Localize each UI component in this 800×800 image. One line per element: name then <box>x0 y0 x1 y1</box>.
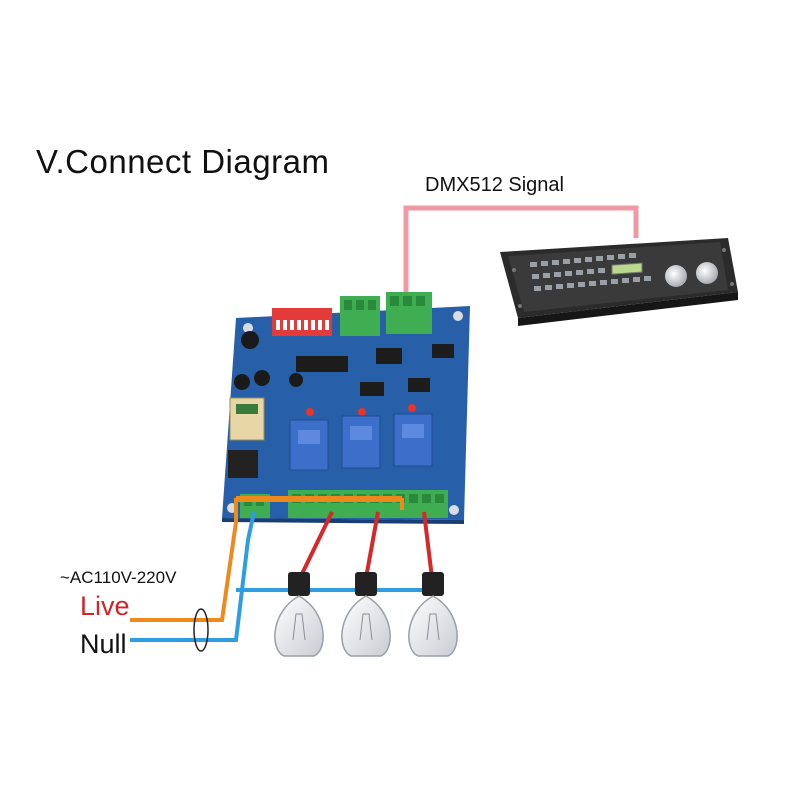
lamp-wire-1 <box>298 511 334 579</box>
supply-voltage-label: ~AC110V-220V <box>60 568 177 587</box>
lamp-wire-3 <box>422 511 434 579</box>
light-bulb-icon <box>341 572 391 657</box>
dmx-signal-wire <box>403 205 639 292</box>
null-label: Null <box>80 629 127 659</box>
light-bulb-icon <box>274 572 324 657</box>
cable-clamp-icon <box>193 608 209 652</box>
lamp-wire-2 <box>364 511 380 579</box>
dmx-signal-label: DMX512 Signal <box>425 174 564 196</box>
dmx-controller-icon <box>500 238 738 326</box>
relay-1 <box>289 419 329 471</box>
relay-2 <box>341 415 381 469</box>
light-bulb-icon <box>408 572 458 657</box>
dip-switch <box>272 308 332 336</box>
dmx-terminal-block <box>340 292 432 336</box>
relay-board-icon <box>222 292 470 524</box>
diagram-title: V.Connect Diagram <box>36 143 330 180</box>
live-label: Live <box>80 591 130 621</box>
relay-3 <box>393 413 433 467</box>
